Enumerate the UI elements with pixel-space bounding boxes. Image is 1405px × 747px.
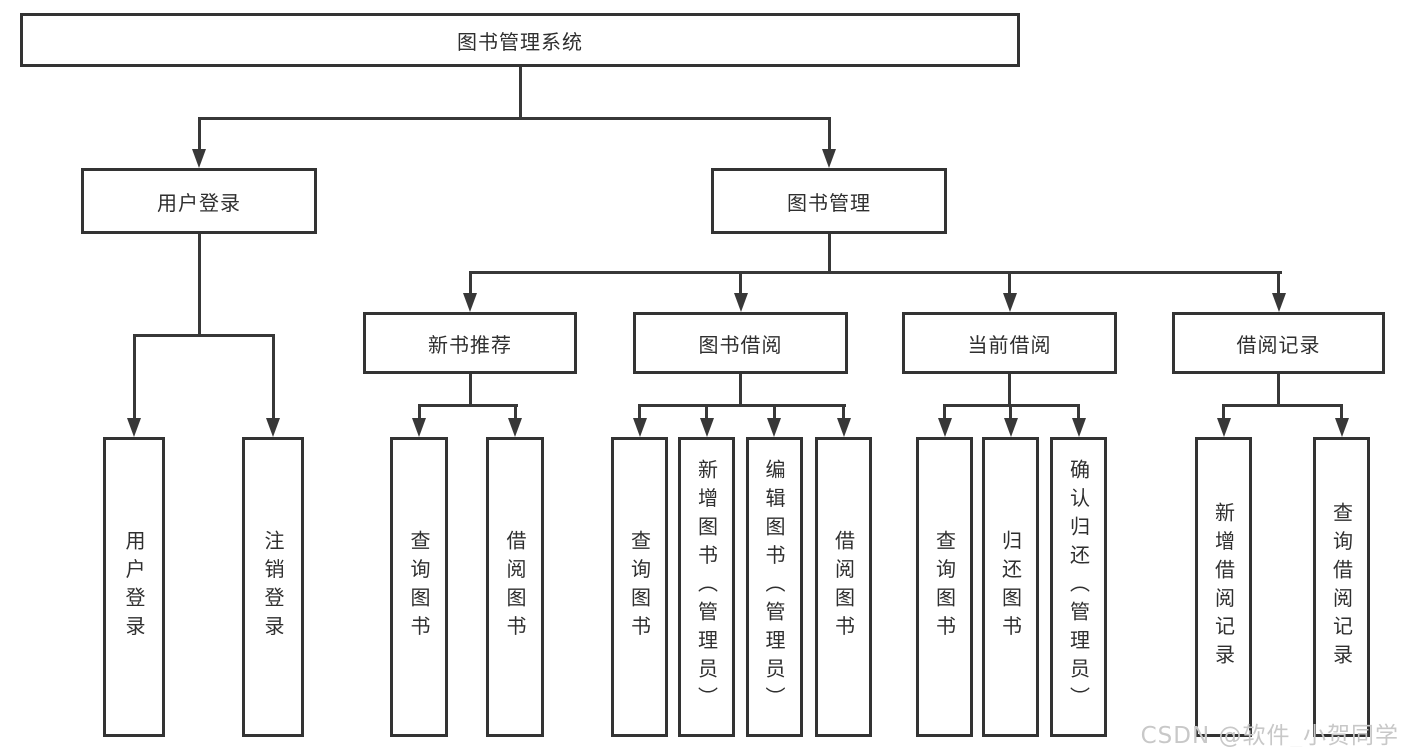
arrowhead-icon — [699, 418, 714, 437]
connector-drop-leaf — [1340, 404, 1343, 419]
arrowhead-icon — [937, 418, 952, 437]
arrowhead-icon — [508, 418, 522, 437]
leaf-confirm-return-admin: 确认归还（管理员） — [1050, 437, 1107, 737]
connector-drop-leaf — [943, 404, 946, 419]
connector-user-login-stem — [197, 234, 201, 337]
arrowhead-icon — [266, 418, 280, 437]
leaf-confirm-return-admin-label: 确认归还（管理员） — [1066, 459, 1091, 715]
node-book-borrowing-label: 图书借阅 — [698, 332, 783, 357]
leaf-add-borrow-record-label: 新增借阅记录 — [1211, 501, 1236, 673]
connector-drop-leaf — [132, 334, 136, 419]
connector-borrowing-rail — [638, 404, 846, 407]
leaf-add-book-admin-label: 新增图书（管理员） — [694, 459, 719, 715]
arrowhead-icon — [412, 418, 426, 437]
connector-records-rail — [1222, 404, 1343, 407]
leaf-query-books-borrowing-label: 查询图书 — [627, 530, 652, 644]
connector-drop-leaf — [417, 404, 421, 419]
arrowhead-icon — [463, 293, 477, 312]
connector-drop-leaf — [842, 404, 845, 419]
leaf-query-borrow-record: 查询借阅记录 — [1313, 437, 1370, 737]
connector-drop-leaf — [638, 404, 641, 419]
arrowhead-icon — [767, 418, 781, 437]
node-book-management: 图书管理 — [711, 168, 947, 234]
connector-root-rail — [197, 117, 831, 120]
leaf-return-book: 归还图书 — [982, 437, 1039, 737]
connector-book-management-rail — [468, 271, 1282, 274]
node-root-label: 图书管理系统 — [457, 29, 583, 54]
connector-drop-level3 — [1277, 271, 1280, 294]
arrowhead-icon — [1003, 418, 1018, 437]
leaf-query-books-current-label: 查询图书 — [932, 530, 957, 644]
leaf-query-books-recommend: 查询图书 — [390, 437, 448, 737]
arrowhead-icon — [127, 418, 141, 437]
node-book-management-label: 图书管理 — [787, 190, 871, 215]
leaf-query-borrow-record-label: 查询借阅记录 — [1329, 501, 1354, 673]
node-book-borrowing: 图书借阅 — [633, 312, 848, 374]
connector-drop-leaf — [1009, 404, 1012, 419]
leaf-logout: 注销登录 — [242, 437, 304, 737]
node-user-login-label: 用户登录 — [157, 190, 241, 215]
connector-user-login-rail — [132, 334, 275, 337]
connector-drop-book-management — [827, 117, 831, 150]
connector-drop-leaf — [271, 334, 275, 419]
connector-drop-level3 — [1008, 271, 1011, 294]
arrowhead-icon — [1071, 418, 1086, 437]
connector-drop-user-login — [197, 117, 201, 150]
leaf-edit-book-admin-label: 编辑图书（管理员） — [762, 459, 786, 715]
connector-drop-level3 — [468, 271, 472, 294]
csdn-watermark: CSDN @软件_小贺同学 — [1140, 723, 1399, 747]
leaf-borrow-books-borrowing-label: 借阅图书 — [831, 530, 856, 644]
node-root: 图书管理系统 — [20, 13, 1020, 67]
node-borrow-records-label: 借阅记录 — [1236, 332, 1321, 357]
leaf-return-book-label: 归还图书 — [998, 530, 1023, 644]
node-current-borrowing: 当前借阅 — [902, 312, 1117, 374]
connector-new-book-rail — [417, 404, 518, 407]
node-new-book-recommend-label: 新书推荐 — [428, 332, 512, 357]
leaf-query-books-current: 查询图书 — [916, 437, 973, 737]
leaf-borrow-books-borrowing: 借阅图书 — [815, 437, 872, 737]
leaf-borrow-books-recommend-label: 借阅图书 — [503, 530, 527, 644]
arrowhead-icon — [733, 293, 748, 312]
leaf-query-books-recommend-label: 查询图书 — [407, 530, 431, 644]
node-user-login: 用户登录 — [81, 168, 317, 234]
connector-root-stem — [518, 67, 522, 118]
leaf-add-book-admin: 新增图书（管理员） — [678, 437, 735, 737]
connector-book-management-stem — [827, 234, 831, 274]
arrowhead-icon — [1002, 293, 1017, 312]
leaf-user-login-label: 用户登录 — [122, 530, 146, 644]
connector-records-stem — [1277, 374, 1280, 407]
arrowhead-icon — [632, 418, 647, 437]
leaf-user-login: 用户登录 — [103, 437, 165, 737]
connector-drop-leaf — [772, 404, 776, 419]
leaf-edit-book-admin: 编辑图书（管理员） — [745, 437, 803, 737]
node-new-book-recommend: 新书推荐 — [363, 312, 577, 374]
arrowhead-icon — [1334, 418, 1349, 437]
connector-current-stem — [1008, 374, 1011, 407]
arrowhead-icon — [836, 418, 851, 437]
connector-new-book-stem — [468, 374, 472, 407]
connector-drop-leaf — [1077, 404, 1080, 419]
arrowhead-icon — [192, 149, 206, 168]
connector-drop-leaf — [513, 404, 517, 419]
arrowhead-icon — [822, 149, 836, 168]
leaf-query-books-borrowing: 查询图书 — [611, 437, 668, 737]
connector-borrowing-stem — [739, 374, 742, 407]
leaf-add-borrow-record: 新增借阅记录 — [1195, 437, 1252, 737]
node-current-borrowing-label: 当前借阅 — [967, 332, 1052, 357]
connector-drop-leaf — [705, 404, 708, 419]
leaf-borrow-books-recommend: 借阅图书 — [486, 437, 544, 737]
leaf-logout-label: 注销登录 — [261, 530, 285, 644]
connector-drop-level3 — [739, 271, 742, 294]
arrowhead-icon — [1216, 418, 1231, 437]
connector-drop-leaf — [1222, 404, 1225, 419]
arrowhead-icon — [1271, 293, 1286, 312]
node-borrow-records: 借阅记录 — [1172, 312, 1385, 374]
